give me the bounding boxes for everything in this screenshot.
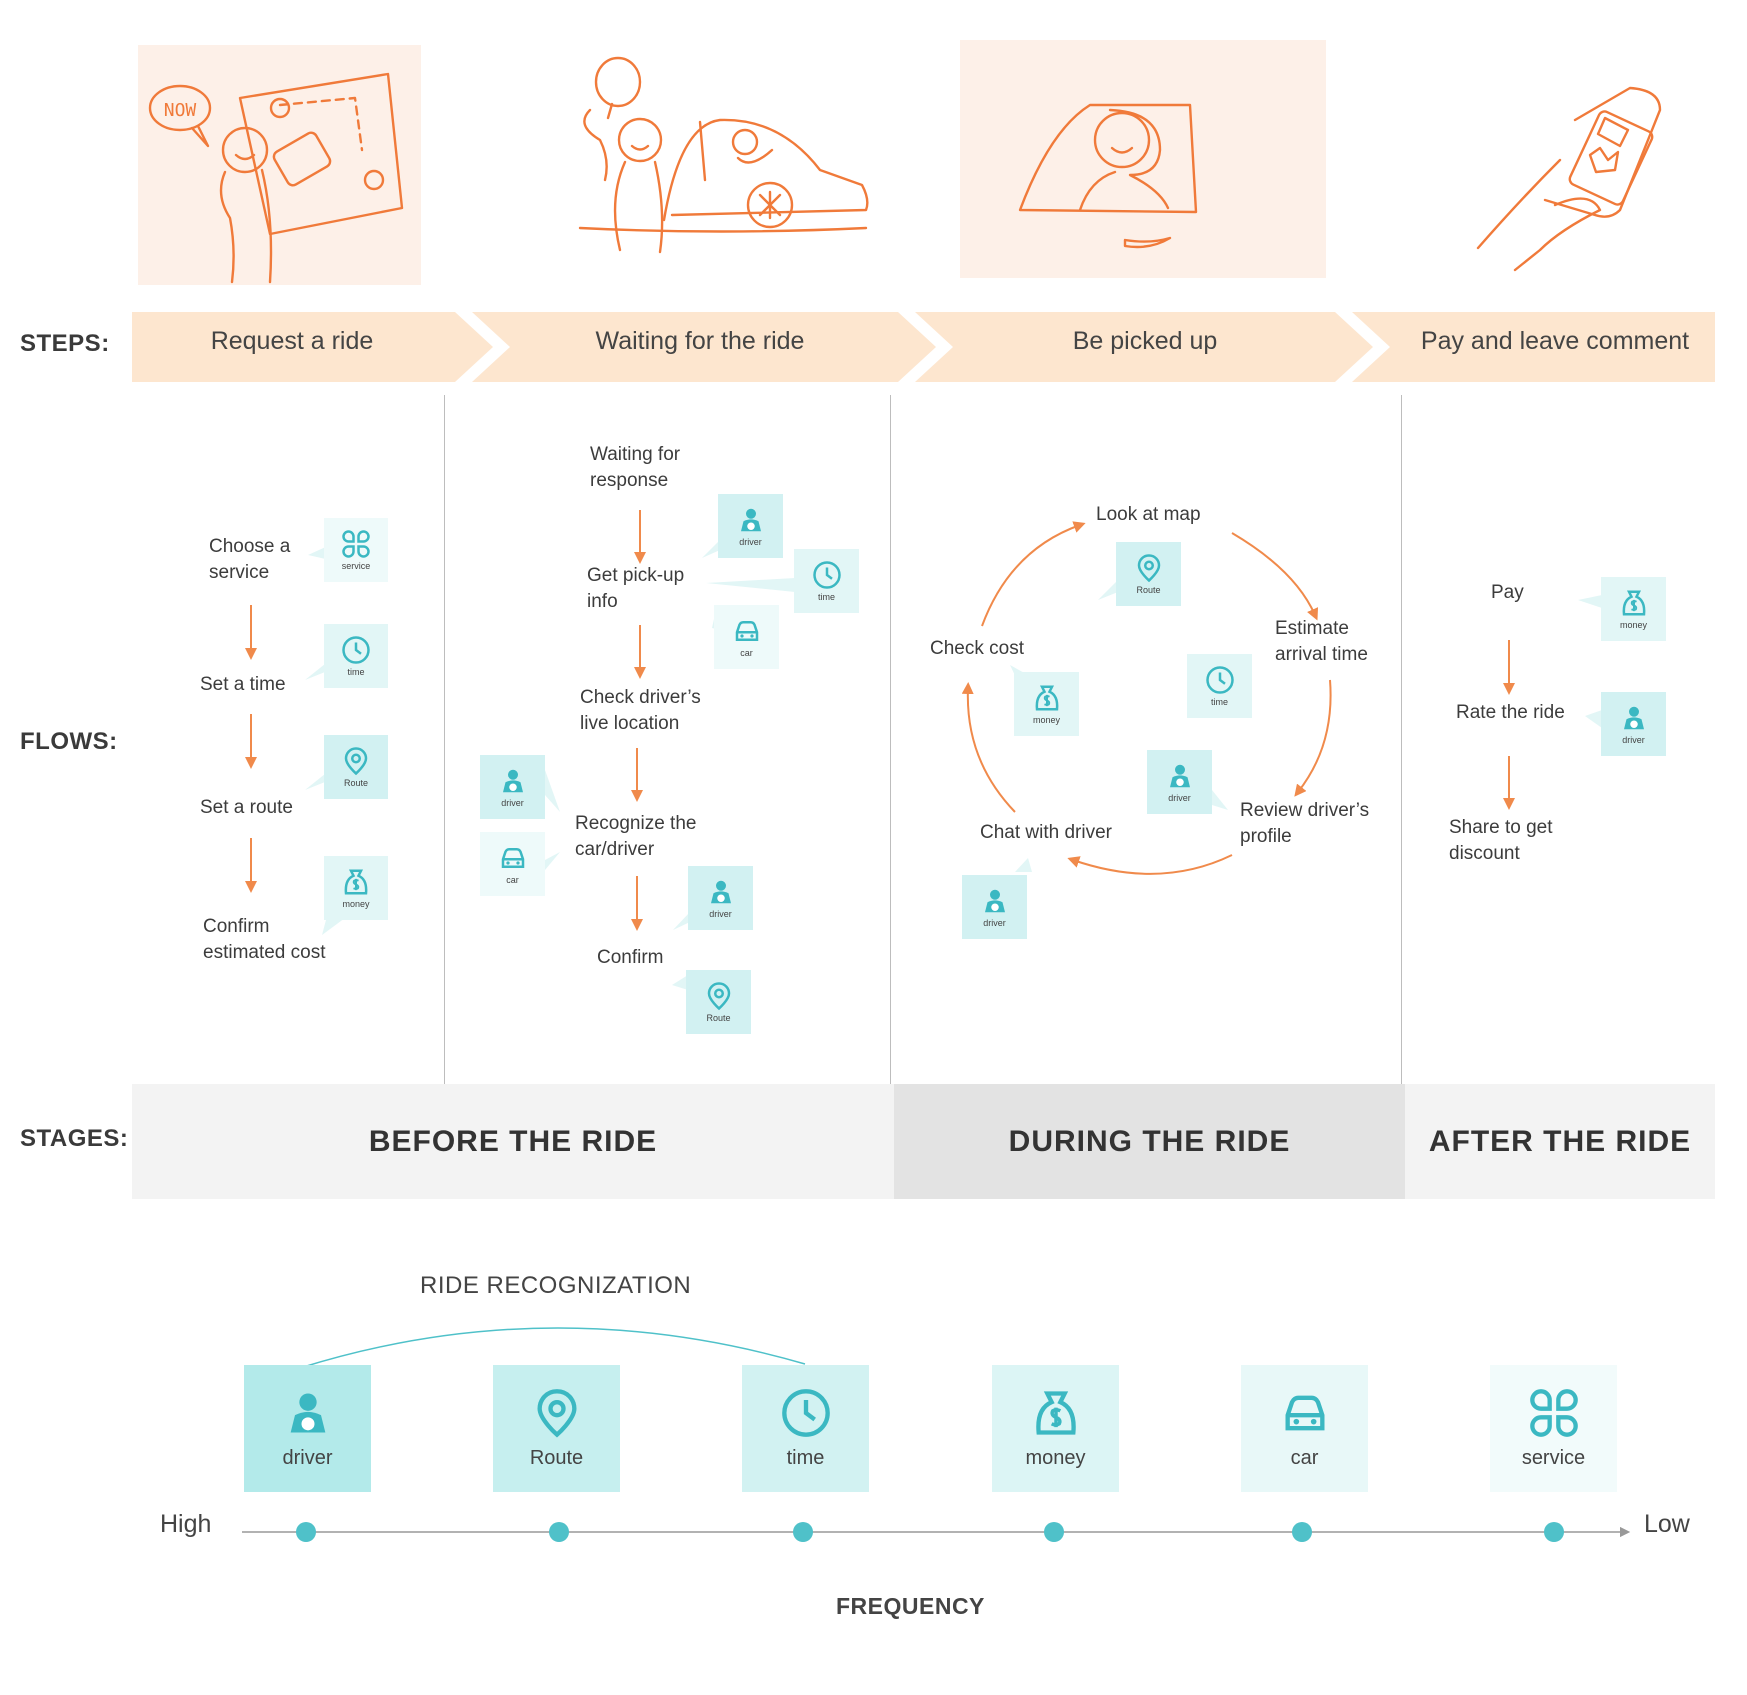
ride-recognization-label: RIDE RECOGNIZATION bbox=[420, 1272, 692, 1299]
frequency-low-label: Low bbox=[1644, 1510, 1690, 1538]
driver-icon bbox=[706, 877, 736, 907]
stages-row-label: STAGES: bbox=[20, 1125, 129, 1152]
flow-step-set-time: Set a time bbox=[200, 674, 286, 695]
freq-item-driver: driver bbox=[244, 1365, 371, 1492]
badge-time: time bbox=[324, 624, 388, 688]
badge-money: money bbox=[1601, 577, 1666, 641]
money-bag-icon bbox=[1030, 1387, 1082, 1439]
frequency-axis-line bbox=[242, 1526, 1631, 1538]
freq-item-route: Route bbox=[493, 1365, 620, 1492]
driver-icon bbox=[736, 505, 766, 535]
driver-icon bbox=[980, 886, 1010, 916]
ride-recognization-arc bbox=[299, 1327, 806, 1369]
waiting-car-icon bbox=[578, 56, 869, 254]
step-waiting-for-ride: Waiting for the ride bbox=[595, 326, 805, 355]
badge-driver: driver bbox=[480, 755, 545, 819]
badge-time: time bbox=[794, 549, 859, 613]
driver-icon bbox=[282, 1387, 334, 1439]
clock-icon bbox=[780, 1387, 832, 1439]
flow-step-look-map: Look at map bbox=[1096, 504, 1201, 525]
flow-step-pay: Pay bbox=[1491, 582, 1524, 603]
sketch-request-ride bbox=[138, 45, 421, 285]
frequency-high-label: High bbox=[160, 1510, 212, 1538]
frequency-dot-route bbox=[549, 1522, 569, 1542]
divider-2 bbox=[890, 395, 891, 1085]
route-pin-icon bbox=[531, 1387, 583, 1439]
stage-before-ride: BEFORE THE RIDE bbox=[132, 1084, 894, 1199]
badge-money: money bbox=[324, 856, 388, 920]
flow-step-chat-driver: Chat with driver bbox=[980, 822, 1112, 843]
clock-icon bbox=[812, 560, 842, 590]
frequency-dot-driver bbox=[296, 1522, 316, 1542]
freq-item-car: car bbox=[1241, 1365, 1368, 1492]
frequency-dot-time bbox=[793, 1522, 813, 1542]
steps-row-label: STEPS: bbox=[20, 330, 110, 357]
now-speech-bubble-icon bbox=[148, 84, 212, 148]
divider-1 bbox=[444, 395, 445, 1085]
step-pay-and-comment: Pay and leave comment bbox=[1420, 326, 1690, 355]
flow-step-confirm: Confirm bbox=[597, 947, 664, 968]
sketch-be-picked-up bbox=[960, 40, 1326, 278]
divider-3 bbox=[1401, 395, 1402, 1085]
stage-during-ride: DURING THE RIDE bbox=[894, 1084, 1405, 1199]
steps-band bbox=[132, 312, 1715, 382]
frequency-axis-label: FREQUENCY bbox=[836, 1593, 985, 1619]
badge-car: car bbox=[714, 605, 779, 669]
car-icon bbox=[1279, 1387, 1331, 1439]
driver-icon bbox=[1619, 703, 1649, 733]
badge-driver: driver bbox=[688, 866, 753, 930]
badge-route: Route bbox=[1116, 542, 1181, 606]
frequency-dot-service bbox=[1544, 1522, 1564, 1542]
badge-driver: driver bbox=[1601, 692, 1666, 756]
money-bag-icon bbox=[341, 867, 371, 897]
stage-after-ride: AFTER THE RIDE bbox=[1405, 1084, 1715, 1199]
badge-service: service bbox=[324, 518, 388, 582]
driver-window-icon bbox=[1018, 103, 1198, 249]
car-icon bbox=[498, 843, 528, 873]
freq-item-time: time bbox=[742, 1365, 869, 1492]
step-be-picked-up: Be picked up bbox=[1072, 326, 1218, 355]
freq-item-service: service bbox=[1490, 1365, 1617, 1492]
svg-text:NOW: NOW bbox=[164, 100, 197, 121]
clock-icon bbox=[341, 635, 371, 665]
freq-item-money: money bbox=[992, 1365, 1119, 1492]
badge-car: car bbox=[480, 832, 545, 896]
service-grid-icon bbox=[1528, 1387, 1580, 1439]
route-pin-icon bbox=[704, 981, 734, 1011]
badge-route: Route bbox=[324, 735, 388, 799]
clock-icon bbox=[1205, 665, 1235, 695]
sketch-illustrations: NOW bbox=[148, 56, 1662, 284]
badge-money: money bbox=[1014, 672, 1079, 736]
car-icon bbox=[732, 616, 762, 646]
badge-route: Route bbox=[686, 970, 751, 1034]
frequency-dot-car bbox=[1292, 1522, 1312, 1542]
money-bag-icon bbox=[1619, 588, 1649, 618]
step-request-ride: Request a ride bbox=[210, 326, 374, 355]
hand-phone-icon bbox=[1476, 86, 1662, 272]
flow-step-check-cost: Check cost bbox=[930, 638, 1024, 659]
badge-driver: driver bbox=[1147, 750, 1212, 814]
flows-row-label: FLOWS: bbox=[20, 728, 118, 755]
flow-step-rate-ride: Rate the ride bbox=[1456, 702, 1565, 723]
badge-time: time bbox=[1187, 654, 1252, 718]
badge-driver: driver bbox=[962, 875, 1027, 939]
route-pin-icon bbox=[1134, 553, 1164, 583]
driver-icon bbox=[498, 766, 528, 796]
route-pin-icon bbox=[341, 746, 371, 776]
driver-icon bbox=[1165, 761, 1195, 791]
flow-step-set-route: Set a route bbox=[200, 797, 293, 818]
badge-driver: driver bbox=[718, 494, 783, 558]
service-grid-icon bbox=[341, 529, 371, 559]
frequency-dot-money bbox=[1044, 1522, 1064, 1542]
money-bag-icon bbox=[1032, 683, 1062, 713]
